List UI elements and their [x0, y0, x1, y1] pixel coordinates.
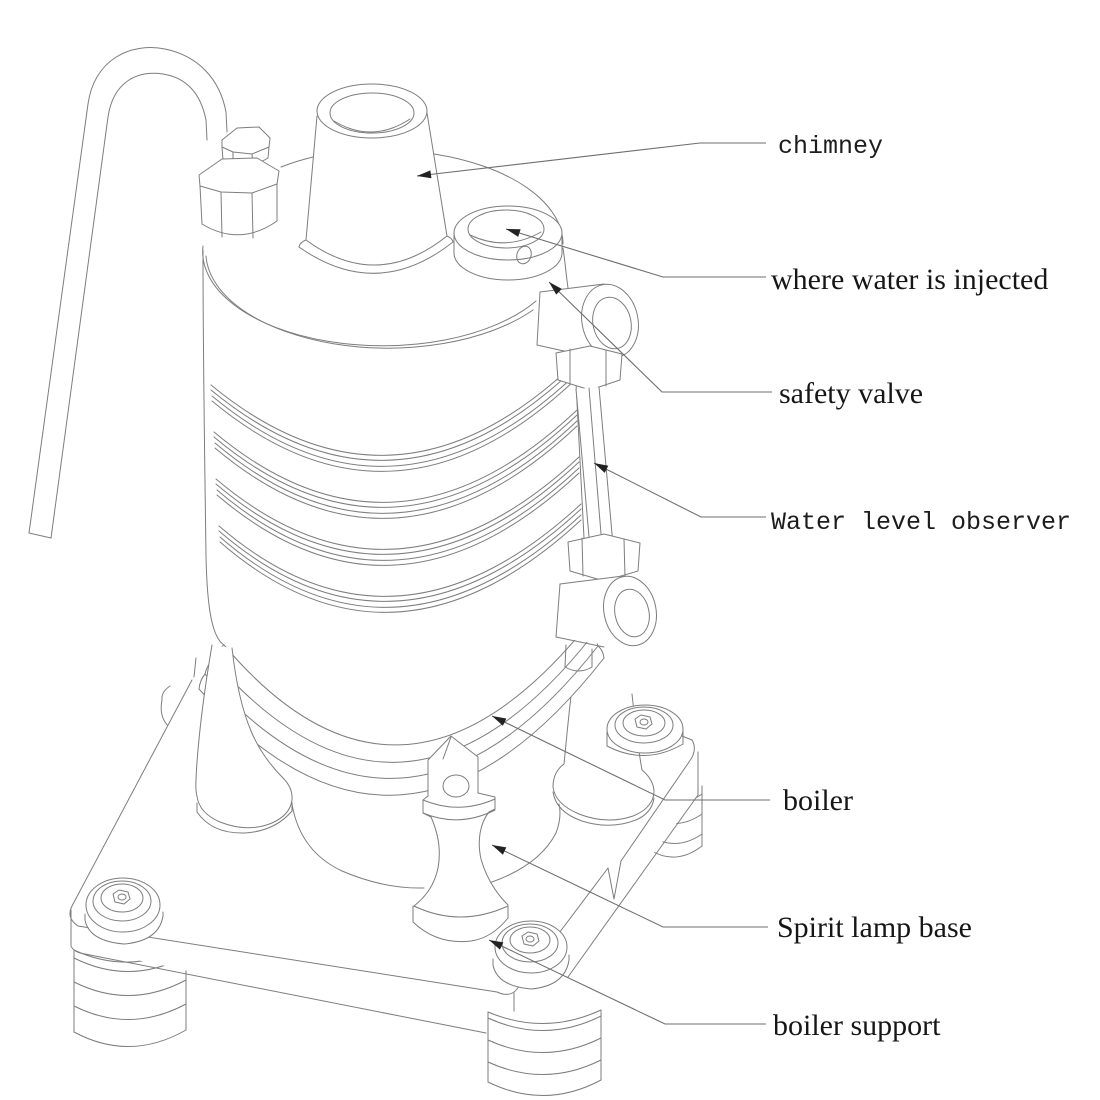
annotations: chimney where water is injected safety v…	[416, 132, 1071, 1042]
label-spirit-lamp-base: Spirit lamp base	[777, 911, 972, 944]
leader-safety-valve	[548, 281, 772, 393]
arrowhead-chimney	[417, 170, 432, 179]
leader-water-inlet	[505, 228, 766, 278]
leader-chimney	[416, 142, 766, 177]
spirit-lamp-base-part	[412, 735, 509, 943]
boiler-foot-left	[73, 945, 187, 1047]
pipe-hex-fittings	[198, 126, 280, 241]
corner-screw-left	[84, 877, 164, 945]
water-inlet-cap	[453, 205, 563, 281]
arrowhead-water-inlet	[506, 229, 521, 237]
corner-screw-front	[492, 920, 570, 990]
arrowhead-safety-valve	[549, 282, 562, 295]
label-water-inlet: where water is injected	[771, 263, 1048, 296]
corner-screw-back-right	[606, 704, 684, 756]
leader-boiler-support	[488, 939, 766, 1025]
boiler-foot-front	[487, 1009, 602, 1096]
arrowhead-spirit-lamp-base	[492, 845, 507, 855]
safety-valve-assembly	[536, 283, 639, 391]
chimney-drawing	[298, 83, 454, 274]
leader-boiler	[491, 715, 770, 801]
leader-spirit-lamp-base	[491, 844, 768, 928]
arrowhead-water-level-observer	[594, 463, 609, 473]
arrowhead-boiler	[492, 716, 507, 726]
steam-pipe	[28, 47, 228, 539]
arrowhead-boiler-support	[489, 940, 504, 950]
water-level-sight-tube	[555, 386, 657, 672]
boiler-support-left	[195, 644, 293, 834]
boiler-body	[198, 150, 605, 796]
label-boiler-support: boiler support	[773, 1009, 941, 1042]
label-safety-valve: safety valve	[779, 377, 923, 410]
label-water-level-observer: Water level observer	[771, 508, 1071, 537]
label-boiler: boiler	[783, 784, 853, 817]
leader-water-level-observer	[593, 462, 766, 518]
label-chimney: chimney	[778, 132, 883, 161]
